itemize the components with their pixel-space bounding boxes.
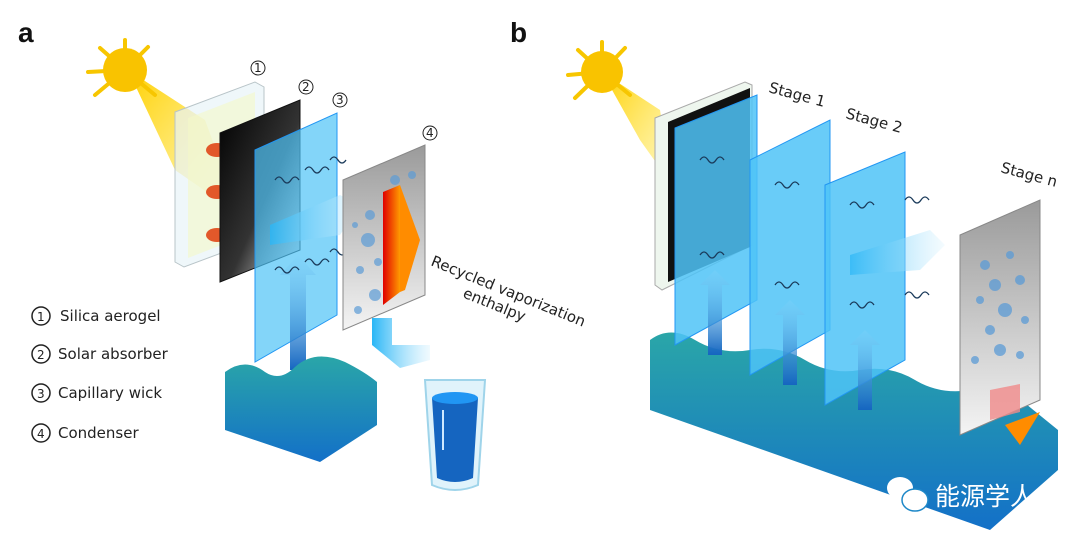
- capillary-wick-layer: [254, 112, 360, 370]
- marker-2: 2: [302, 80, 310, 94]
- legend-label: Condenser: [58, 424, 139, 442]
- marker-1: 1: [254, 61, 262, 75]
- legend-item: 1 Silica aerogel: [31, 306, 161, 326]
- watermark-text: 能源学人: [935, 482, 1035, 511]
- legend-number: 3: [37, 387, 45, 401]
- condensate-arrow: [372, 318, 430, 368]
- legend-item: 4 Condenser: [31, 423, 139, 443]
- stage-1-panel: [654, 81, 758, 355]
- recycled-heat-arrow: [400, 185, 420, 292]
- panel-a-label: a: [18, 17, 34, 48]
- legend-number: 4: [37, 427, 45, 441]
- heat-plate: [383, 185, 400, 305]
- vapor-arrow: [850, 230, 945, 275]
- vapor-arrow: [270, 195, 360, 245]
- condenser-layer: [342, 144, 430, 368]
- water-glass-icon: [423, 379, 487, 491]
- legend-item: 2 Solar absorber: [31, 344, 169, 364]
- stage-2-label: Stage 2: [844, 104, 904, 136]
- legend-number: 1: [37, 310, 45, 324]
- legend-number: 2: [37, 348, 45, 362]
- stage-2-panel: [749, 119, 831, 385]
- water-channel: [650, 332, 1058, 530]
- marker-3: 3: [336, 93, 344, 107]
- marker-4: 4: [426, 126, 434, 140]
- panel-b-label: b: [510, 17, 527, 48]
- legend-label: Silica aerogel: [60, 307, 161, 325]
- watermark: 能源学人: [887, 477, 1035, 512]
- vapor-wave-icons: [699, 156, 930, 309]
- legend-label: Solar absorber: [58, 345, 169, 363]
- layer-markers: 1 2 3 4: [250, 60, 438, 141]
- legend-label: Capillary wick: [58, 384, 162, 402]
- wechat-icon: [887, 477, 929, 512]
- stage-3-panel: [824, 151, 945, 410]
- heat-arrow: [1005, 412, 1040, 445]
- stage-1-label: Stage 1: [767, 78, 827, 110]
- water-flow-arrow: [280, 255, 316, 370]
- legend: 1 Silica aerogel 2 Solar absorber 3 Capi…: [31, 306, 169, 443]
- stage-n-label: Stage n: [999, 158, 1059, 190]
- water-reservoir: [225, 356, 377, 462]
- stage-n-condenser: [959, 199, 1041, 445]
- legend-item: 3 Capillary wick: [31, 383, 162, 403]
